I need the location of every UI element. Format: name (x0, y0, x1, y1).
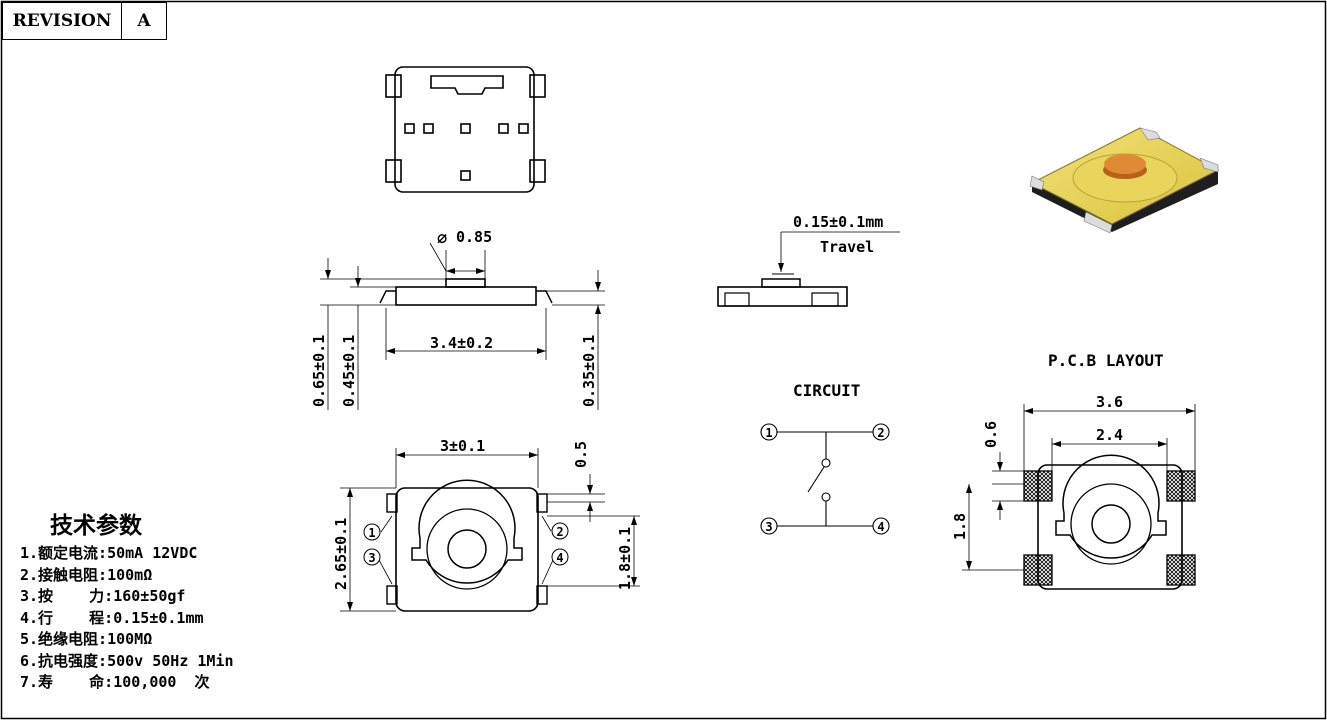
pcb-layout (962, 404, 1196, 590)
travel-value: 0.15±0.1mm (793, 213, 883, 231)
pcb-title: P.C.B LAYOUT (1048, 351, 1164, 370)
revision-label: REVISION (3, 3, 122, 39)
dim-height-265: 2.65±0.1 (332, 518, 350, 590)
circuit-pin-1: 1 (765, 426, 772, 440)
pin-label-4: 4 (556, 551, 563, 565)
dim-width-34: 3.4±0.2 (430, 334, 493, 352)
circuit-pin-3: 3 (765, 520, 772, 534)
diameter-symbol: ∅ (437, 229, 447, 249)
top-view-back (385, 66, 546, 193)
switch-3d-render (1029, 127, 1220, 234)
circuit-diagram (760, 423, 890, 535)
spec-dielectric-strength: 6.抗电强度:500v 50Hz 1Min (20, 651, 234, 670)
circuit-pin-4: 4 (877, 520, 884, 534)
specs-title: 技术参数 (50, 512, 142, 539)
spec-travel: 4.行 程:0.15±0.1mm (20, 608, 204, 627)
pcb-dim-36: 3.6 (1096, 393, 1123, 411)
pin-label-1: 1 (368, 526, 375, 540)
spec-operating-force: 3.按 力:160±50gf (20, 587, 186, 605)
spec-contact-resistance: 2.接触电阻:100mΩ (20, 565, 153, 584)
pin-label-3: 3 (368, 551, 375, 565)
top-view-front (340, 448, 640, 612)
revision-box: REVISION A (2, 2, 167, 40)
spec-rated-current: 1.额定电流:50mA 12VDC (20, 544, 198, 562)
pcb-dim-18: 1.8 (951, 513, 969, 540)
revision-value: A (137, 11, 151, 31)
side-view (320, 242, 605, 410)
dim-diameter: 0.85 (456, 228, 492, 246)
circuit-pin-2: 2 (877, 426, 884, 440)
dim-05: 0.5 (572, 441, 590, 468)
travel-view (717, 231, 900, 307)
spec-life: 7.寿 命:100,000 次 (20, 673, 210, 691)
pcb-dim-06: 0.6 (982, 421, 1000, 448)
dim-height-035: 0.35±0.1 (580, 335, 598, 407)
pin-label-2: 2 (556, 525, 563, 539)
spec-insulation-resistance: 5.绝缘电阻:100MΩ (20, 630, 153, 648)
travel-label: Travel (820, 238, 874, 256)
dim-width-3: 3±0.1 (440, 437, 485, 455)
dim-height-065: 0.65±0.1 (310, 335, 328, 407)
pcb-dim-24: 2.4 (1096, 426, 1123, 444)
tech-specs: 技术参数 1.额定电流:50mA 12VDC 2.接触电阻:100mΩ 3.按 … (20, 506, 234, 694)
dim-18: 1.8±0.1 (616, 527, 634, 590)
dim-height-045: 0.45±0.1 (340, 335, 358, 407)
circuit-title: CIRCUIT (793, 381, 860, 400)
